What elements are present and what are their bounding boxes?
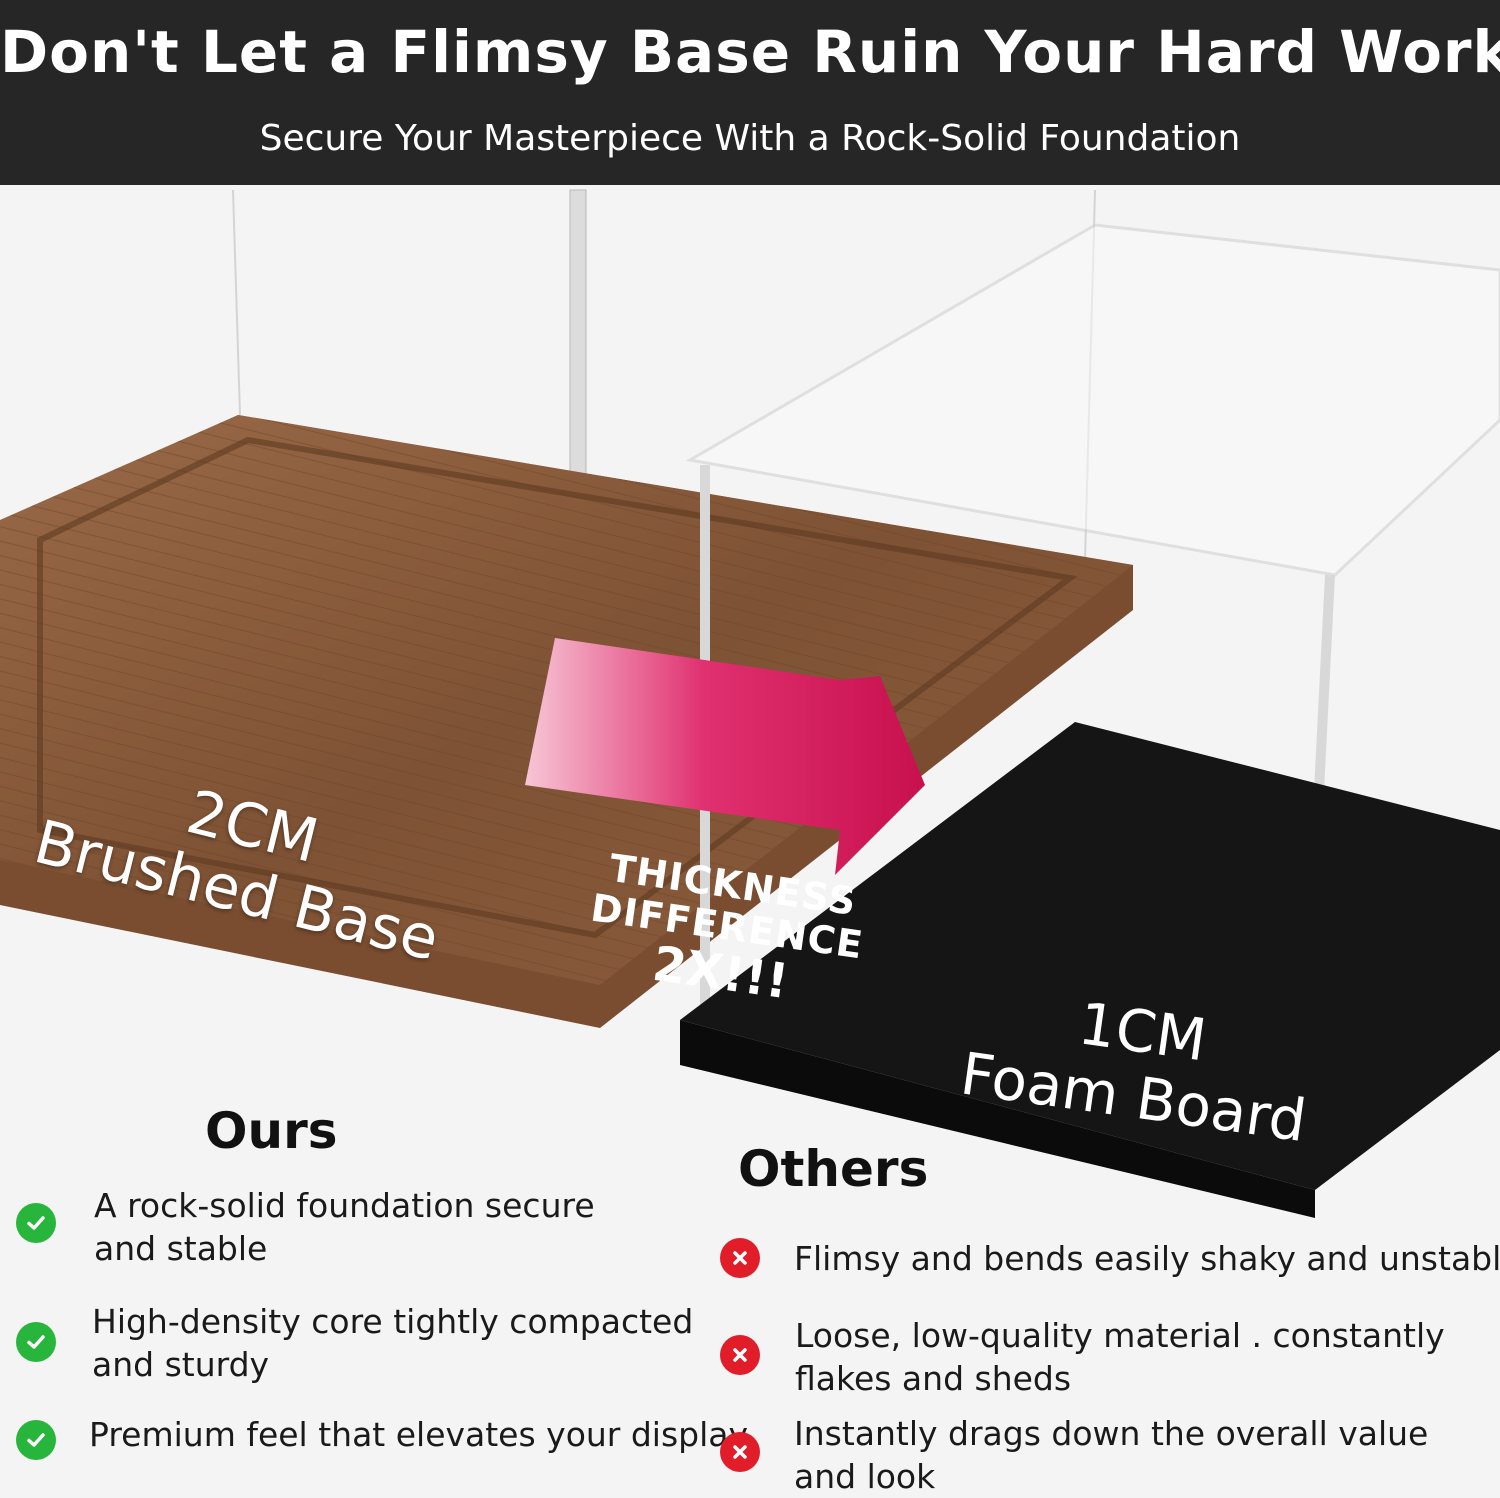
check-circle-icon: [16, 1203, 56, 1243]
ours-item-2: High-density core tightly compacted and …: [92, 1302, 694, 1384]
ours-item-1: A rock-solid foundation secure and stabl…: [94, 1186, 595, 1268]
others-item-3: Instantly drags down the overall value a…: [794, 1414, 1429, 1496]
acrylic-box-top: [685, 223, 1500, 577]
others-heading: Others: [738, 1140, 929, 1198]
product-comparison-scene: 2CM Brushed Base 1CM Foam Board THICKNES…: [0, 185, 1500, 1491]
comparison-illustration: [0, 189, 1500, 1218]
thickness-arrow: [525, 638, 925, 875]
cross-circle-icon: [720, 1335, 760, 1375]
others-item-2: Loose, low-quality material . constantly…: [795, 1316, 1445, 1398]
others-item-1: Flimsy and bends easily shaky and unstab…: [794, 1239, 1500, 1278]
cross-circle-icon: [720, 1432, 760, 1472]
header-banner: Don't Let a Flimsy Base Ruin Your Hard W…: [0, 0, 1500, 185]
check-circle-icon: [16, 1322, 56, 1362]
cross-circle-icon: [720, 1238, 760, 1278]
acrylic-edge: [232, 189, 241, 416]
foam-board-edge: [680, 1020, 1315, 1218]
page-title: Don't Let a Flimsy Base Ruin Your Hard W…: [0, 18, 1500, 86]
check-circle-icon: [16, 1420, 56, 1460]
ours-item-3: Premium feel that elevates your display: [89, 1415, 749, 1454]
ours-heading: Ours: [205, 1102, 338, 1160]
page-subtitle: Secure Your Masterpiece With a Rock-Soli…: [259, 118, 1241, 159]
foam-board: [680, 722, 1500, 1190]
